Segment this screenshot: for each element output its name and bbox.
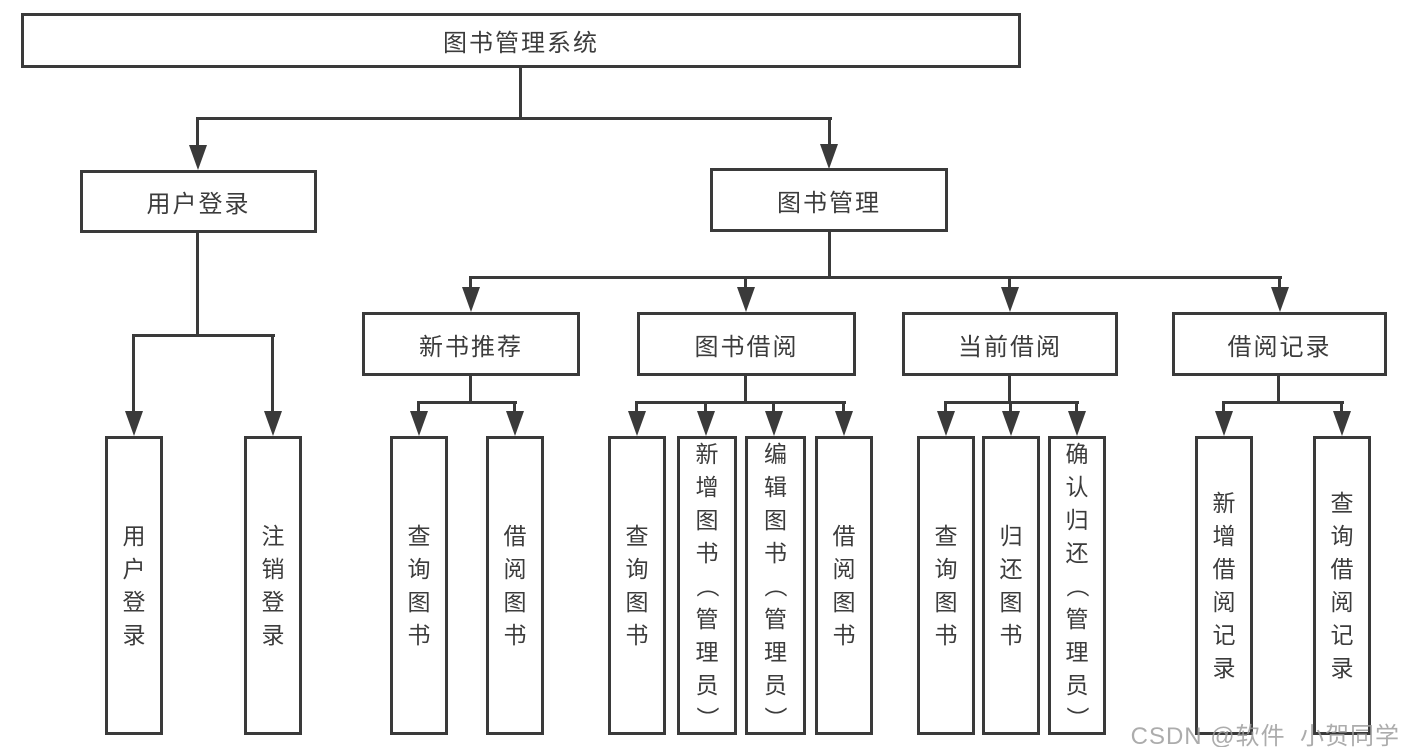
arrow-down-icon xyxy=(462,287,480,312)
connector-line xyxy=(1222,401,1225,412)
connector-line xyxy=(1278,276,1281,289)
leaf-br-add-borrow-record: 新增借阅记录 xyxy=(1195,436,1253,735)
node-label: 借阅图书 xyxy=(832,523,856,648)
connector-line xyxy=(132,334,135,412)
connector-line xyxy=(417,401,517,404)
node-book-management: 图书管理 xyxy=(710,168,948,232)
node-label: 归还图书 xyxy=(999,523,1023,648)
connector-line xyxy=(1075,401,1078,412)
connector-line xyxy=(271,334,274,412)
node-label: 用户登录 xyxy=(122,523,146,648)
connector-line xyxy=(828,232,831,278)
node-label: 新书推荐 xyxy=(419,333,523,361)
arrow-down-icon xyxy=(506,411,524,436)
connector-line xyxy=(944,401,947,412)
node-label: 借阅图书 xyxy=(503,523,527,648)
connector-line xyxy=(1008,376,1011,403)
node-user-login: 用户登录 xyxy=(80,170,317,233)
node-label: 编辑图书（管理员） xyxy=(762,440,789,730)
node-label: 当前借阅 xyxy=(958,333,1062,361)
node-label: 查询借阅记录 xyxy=(1330,490,1354,681)
connector-line xyxy=(1222,401,1344,404)
node-label: 查询图书 xyxy=(407,523,431,648)
node-book-borrowing: 图书借阅 xyxy=(637,312,856,376)
leaf-nbr-borrow-books: 借阅图书 xyxy=(486,436,544,735)
node-label: 图书借阅 xyxy=(694,333,799,361)
connector-line xyxy=(1008,276,1011,289)
connector-line xyxy=(635,401,638,412)
connector-line xyxy=(417,401,420,412)
node-label: 查询图书 xyxy=(934,523,958,648)
csdn-watermark: CSDN @软件_小贺同学 xyxy=(1130,723,1400,747)
connector-line xyxy=(704,401,707,412)
node-current-borrowing: 当前借阅 xyxy=(902,312,1118,376)
connector-line xyxy=(1277,376,1280,403)
leaf-cb-confirm-return-admin: 确认归还（管理员） xyxy=(1048,436,1106,735)
leaf-logout: 注销登录 xyxy=(244,436,302,735)
arrow-down-icon xyxy=(1271,287,1289,312)
arrow-down-icon xyxy=(1001,287,1019,312)
connector-line xyxy=(744,276,747,289)
connector-line xyxy=(1340,401,1343,412)
arrow-down-icon xyxy=(410,411,428,436)
arrow-down-icon xyxy=(1333,411,1351,436)
leaf-bb-borrow-books: 借阅图书 xyxy=(815,436,873,735)
node-label: 注销登录 xyxy=(261,523,285,648)
connector-line xyxy=(132,334,275,337)
leaf-br-query-borrow-record: 查询借阅记录 xyxy=(1313,436,1371,735)
connector-line xyxy=(197,117,832,120)
node-label: 查询图书 xyxy=(625,523,649,648)
connector-line xyxy=(513,401,516,412)
arrow-down-icon xyxy=(737,287,755,312)
node-label: 借阅记录 xyxy=(1227,333,1332,361)
node-label: 新增借阅记录 xyxy=(1212,490,1236,681)
node-label: 新增图书（管理员） xyxy=(694,440,720,730)
connector-line xyxy=(519,67,522,118)
arrow-down-icon xyxy=(628,411,646,436)
connector-line xyxy=(196,117,199,146)
leaf-nbr-query-books: 查询图书 xyxy=(390,436,448,735)
connector-line xyxy=(744,376,747,403)
node-new-book-recommendation: 新书推荐 xyxy=(362,312,580,376)
connector-line xyxy=(1009,401,1012,412)
node-label: 用户登录 xyxy=(146,191,251,218)
arrow-down-icon xyxy=(765,411,783,436)
arrow-down-icon xyxy=(697,411,715,436)
arrow-down-icon xyxy=(937,411,955,436)
node-label: 图书管理系统 xyxy=(443,30,599,57)
arrow-down-icon xyxy=(1068,411,1086,436)
leaf-cb-query-books: 查询图书 xyxy=(917,436,975,735)
arrow-down-icon xyxy=(1002,411,1020,436)
leaf-cb-return-books: 归还图书 xyxy=(982,436,1040,735)
node-library-management-system: 图书管理系统 xyxy=(21,13,1021,68)
connector-line xyxy=(635,401,846,404)
arrow-down-icon xyxy=(125,411,143,436)
connector-line xyxy=(469,276,1282,279)
connector-line xyxy=(828,117,831,146)
connector-line xyxy=(196,232,199,336)
connector-line xyxy=(469,376,472,403)
connector-line xyxy=(469,276,472,289)
leaf-user-login: 用户登录 xyxy=(105,436,163,735)
arrow-down-icon xyxy=(835,411,853,436)
arrow-down-icon xyxy=(189,145,207,170)
arrow-down-icon xyxy=(820,144,838,169)
node-borrowing-records: 借阅记录 xyxy=(1172,312,1387,376)
leaf-bb-query-books: 查询图书 xyxy=(608,436,666,735)
arrow-down-icon xyxy=(1215,411,1233,436)
node-label: 图书管理 xyxy=(777,189,881,217)
arrow-down-icon xyxy=(264,411,282,436)
leaf-bb-add-books-admin: 新增图书（管理员） xyxy=(677,436,737,735)
leaf-bb-edit-books-admin: 编辑图书（管理员） xyxy=(745,436,806,735)
connector-line xyxy=(772,401,775,412)
node-label: 确认归还（管理员） xyxy=(1064,440,1090,730)
connector-line xyxy=(842,401,845,412)
